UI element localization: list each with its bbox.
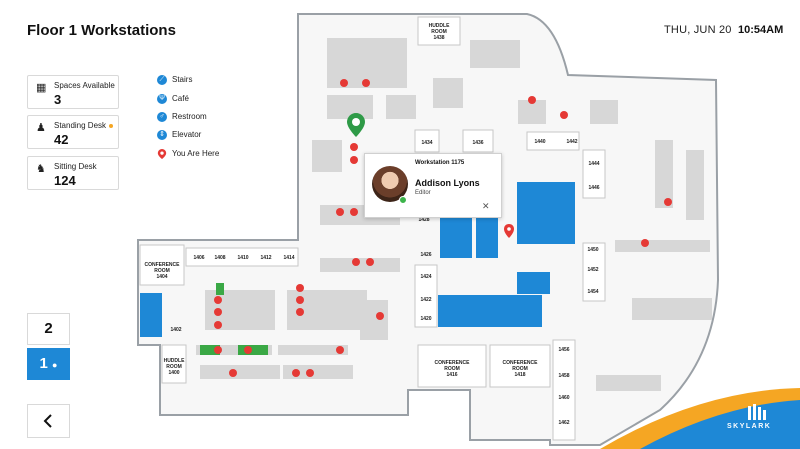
chevron-left-icon [43,414,52,428]
legend-item-restroom: ♂Restroom [157,112,207,122]
room-label: 1418 [514,372,525,378]
stat-label: Spaces Available [54,81,115,90]
location-pin-icon: ● [52,360,58,370]
time-label: 10:54AM [738,24,784,36]
stat-value: 124 [54,173,76,188]
stairs-block [140,293,162,337]
location-pin-icon [157,149,167,159]
calendar-icon: ▦ [36,82,47,94]
desk-clusters [196,38,712,391]
svg-text:1444: 1444 [588,161,599,167]
restroom-block [440,213,472,258]
svg-text:1426: 1426 [420,252,431,258]
svg-text:1456: 1456 [558,347,569,353]
floor-1-button[interactable]: 1 ● [27,348,70,380]
svg-text:1424: 1424 [420,274,431,280]
room-label: ROOM [154,268,170,274]
room-label: CONFERENCE [502,360,538,366]
stat-value: 3 [54,92,62,107]
room-label: 1438 [433,35,444,41]
svg-text:1462: 1462 [558,420,569,426]
svg-text:1440: 1440 [534,139,545,145]
workstation-popup: Workstation 1175 Addison Lyons Editor ✕ [364,153,502,218]
room-label: HUDDLE [429,23,450,29]
svg-text:1460: 1460 [558,395,569,401]
occupied-desk-markers [214,79,672,377]
svg-text:1454: 1454 [587,289,598,295]
skylark-logo [748,404,766,420]
svg-text:1428: 1428 [418,217,429,223]
room-label: ROOM [431,29,447,35]
svg-text:1414: 1414 [283,255,294,261]
close-icon[interactable]: ✕ [482,201,490,211]
svg-text:1406: 1406 [193,255,204,261]
you-are-here-pin-icon [504,224,514,238]
legend-item-stairs: ⟋Stairs [157,75,192,85]
svg-text:1412: 1412 [260,255,271,261]
stat-label: Standing Desk [54,121,114,130]
stat-value: 42 [54,132,69,147]
stairs-block [517,272,550,294]
room-label: ROOM [512,366,528,372]
room-label: ROOM [166,364,182,370]
svg-text:1402: 1402 [170,327,181,333]
room-label: 1416 [446,372,457,378]
svg-text:1446: 1446 [588,185,599,191]
workstation-label: Workstation 1175 [415,160,465,166]
orange-dot-icon [109,123,114,128]
page-title: Floor 1 Workstations [27,22,176,39]
stat-card-sitting-desk: ♞ Sitting Desk 124 [27,156,119,190]
svg-text:1452: 1452 [587,267,598,273]
floor-2-button[interactable]: 2 [27,313,70,345]
room-label: HUDDLE [164,358,185,364]
stat-label: Sitting Desk [54,162,97,171]
back-button[interactable] [27,404,70,438]
room-labels: HUDDLE ROOM 1438 CONFERENCE ROOM 1404 HU… [144,23,599,426]
stat-card-spaces-available: ▦ Spaces Available 3 [27,75,119,109]
sitting-person-icon: ♞ [36,163,46,175]
status-dot [399,196,407,204]
person-role: Editor [415,190,431,196]
svg-text:1458: 1458 [558,373,569,379]
cafe-block [438,295,542,327]
building-outline [137,13,720,446]
cafe-icon: Ψ [157,94,167,104]
svg-text:1442: 1442 [566,139,577,145]
svg-text:1434: 1434 [421,140,432,146]
svg-text:1408: 1408 [214,255,225,261]
brand-name: SKYLARK [727,423,772,430]
room-label: CONFERENCE [434,360,470,366]
restroom-block [476,213,498,258]
svg-text:1410: 1410 [237,255,248,261]
legend-item-elevator: ⇕Elevator [157,130,201,140]
available-desk[interactable] [238,345,268,355]
stairs-icon: ⟋ [157,75,167,85]
svg-text:1420: 1420 [420,316,431,322]
svg-text:1436: 1436 [472,140,483,146]
room-label: 1404 [156,274,167,280]
room-label: 1400 [168,370,179,376]
date-label: THU, JUN 20 [664,24,732,36]
svg-text:1450: 1450 [587,247,598,253]
elevator-icon: ⇕ [157,130,167,140]
legend-item-you-are-here: You Are Here [157,149,219,159]
available-desk[interactable] [216,283,224,295]
room-label: ROOM [444,366,460,372]
available-desk[interactable] [200,345,220,355]
room-group [139,16,606,441]
stat-card-standing-desk: ♟ Standing Desk 42 [27,115,119,149]
restroom-icon: ♂ [157,112,167,122]
svg-text:1422: 1422 [420,297,431,303]
standing-person-icon: ♟ [36,122,46,134]
room-label: CONFERENCE [144,262,180,268]
person-name: Addison Lyons [415,178,480,188]
elevator-block [517,182,575,244]
